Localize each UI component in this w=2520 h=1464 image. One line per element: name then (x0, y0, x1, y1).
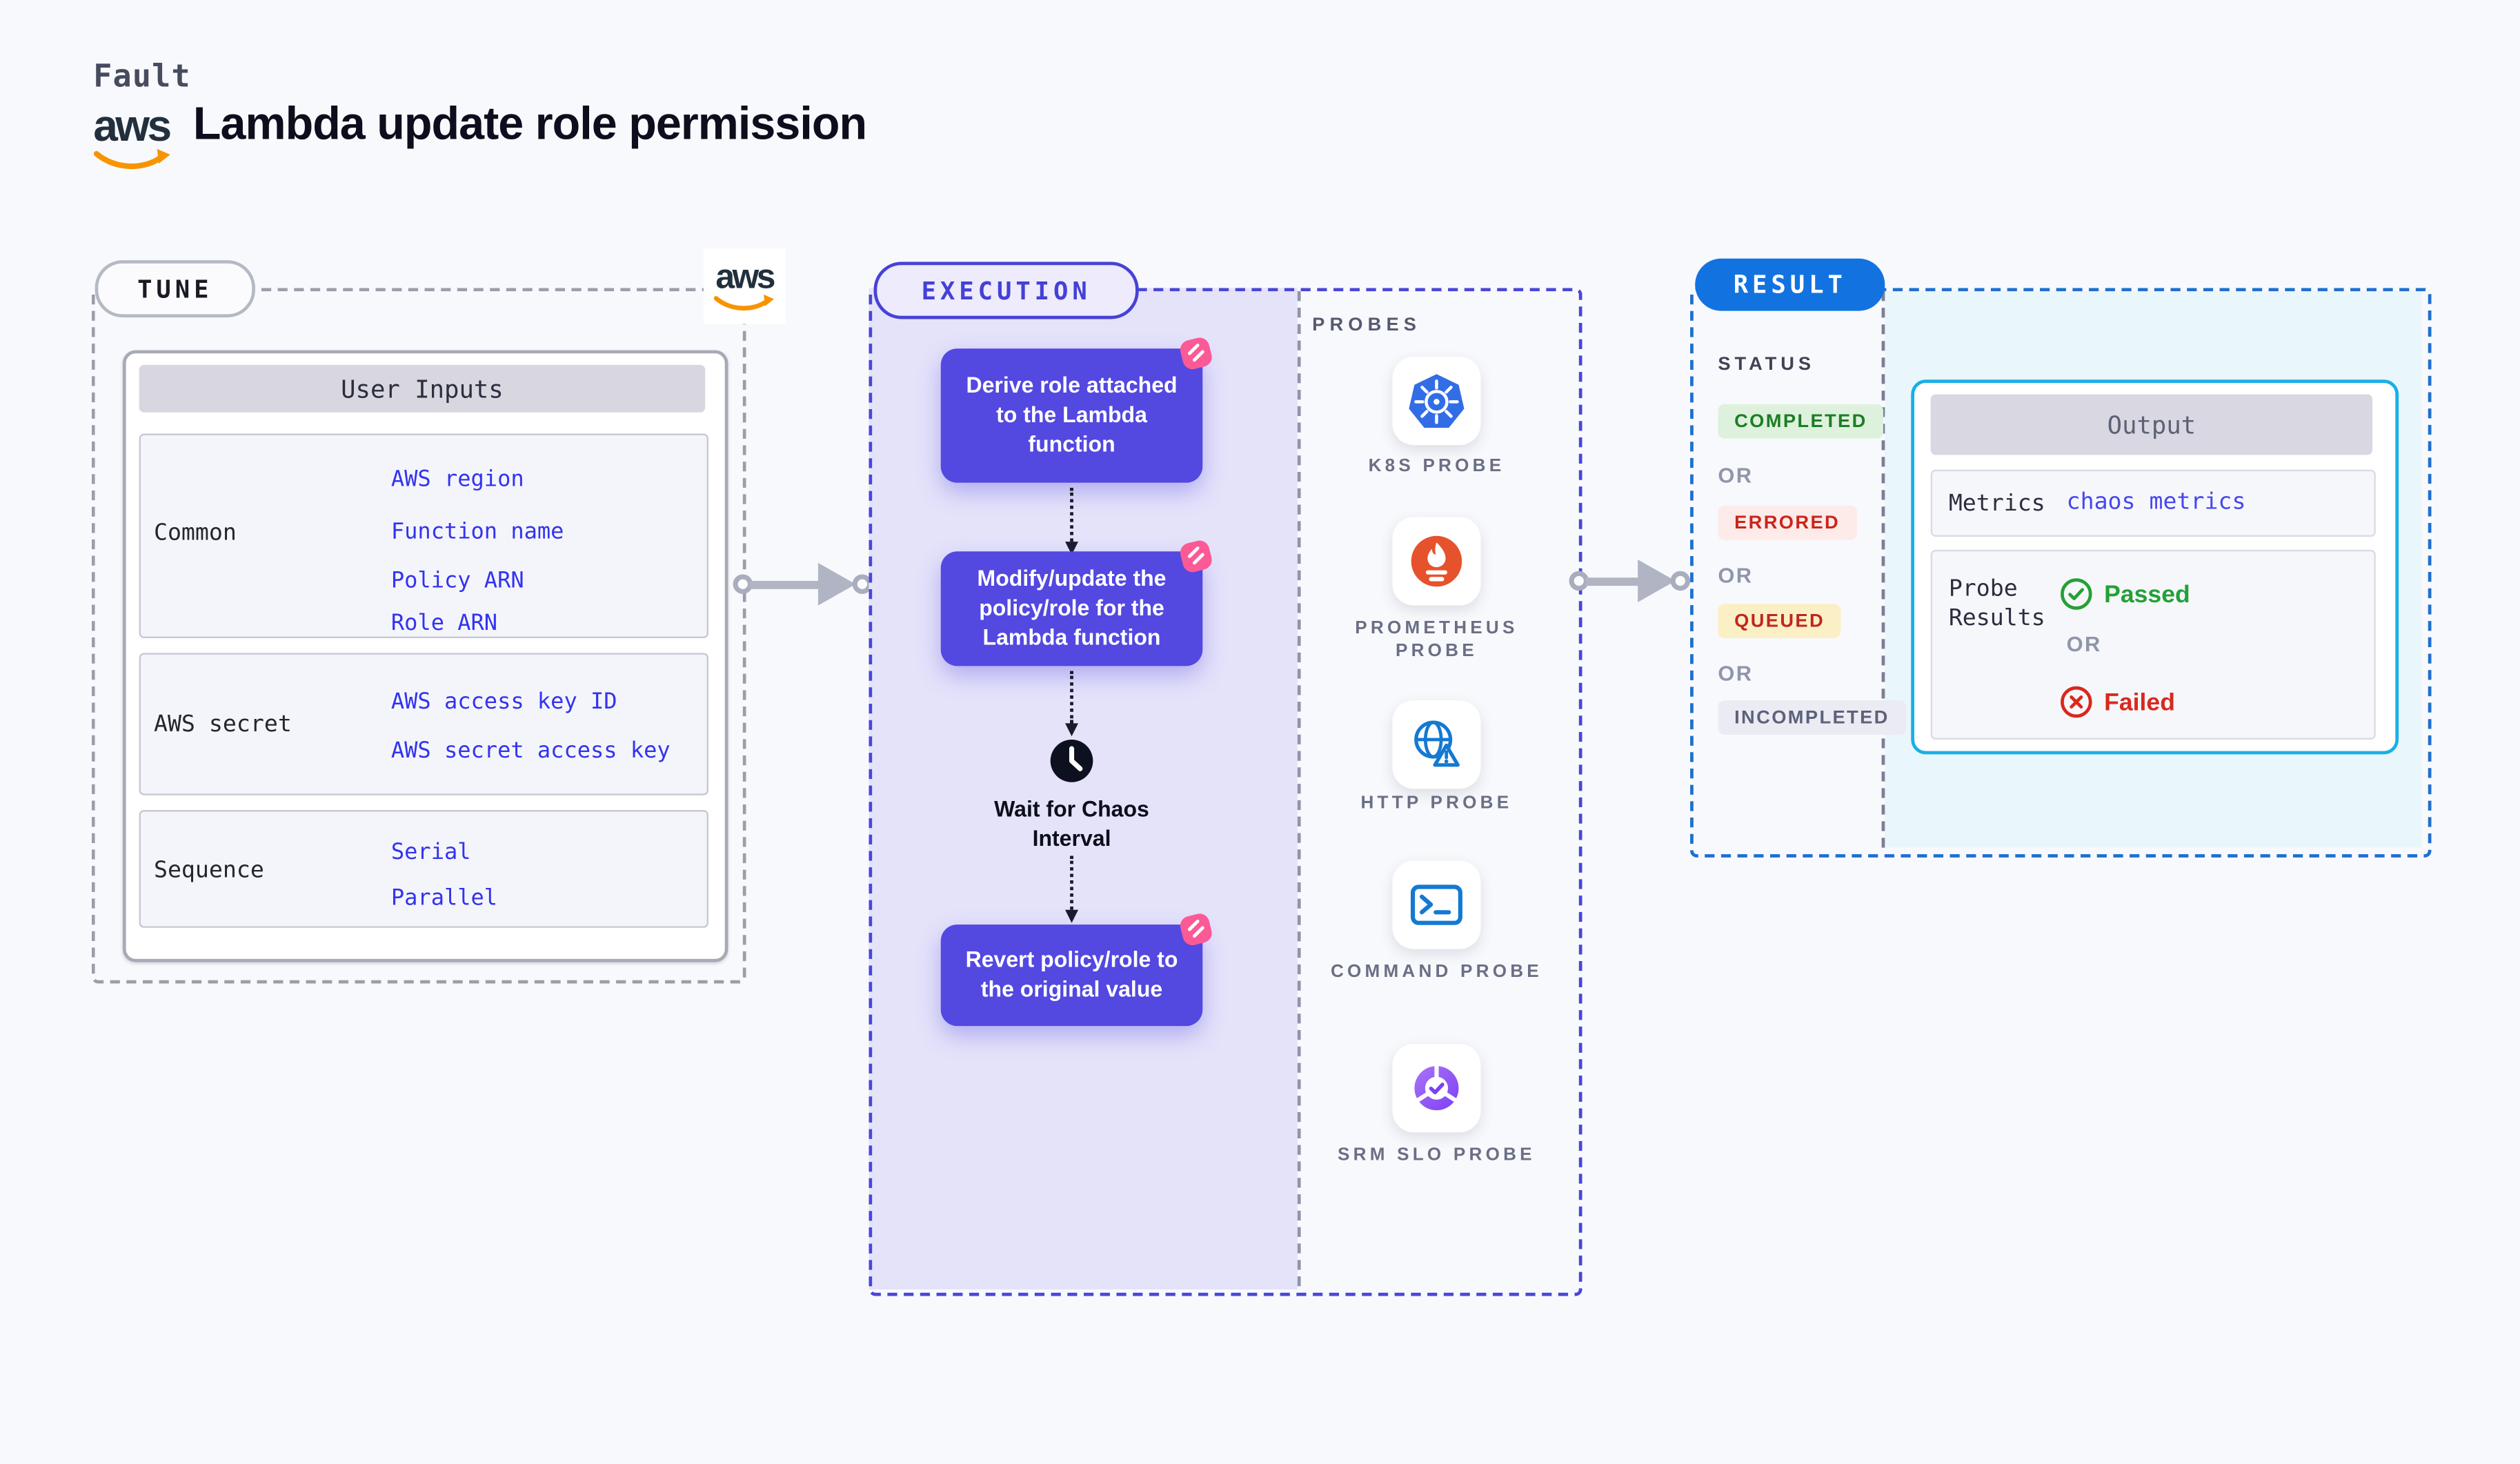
metrics-label: Metrics (1948, 491, 2045, 517)
status-or-separator: OR (1718, 463, 1754, 488)
probe-card-prometheus[interactable] (1392, 517, 1481, 606)
row-label: Sequence (153, 857, 264, 884)
result-section-box (1690, 288, 2432, 858)
aws-logo-text: aws (93, 101, 172, 151)
flow-arrow (1065, 487, 1079, 555)
chaos-fault-icon (1180, 540, 1212, 573)
output-row-metrics: Metrics chaos metrics (1930, 469, 2376, 537)
table-row-aws-secret: AWS secret AWS access key ID AWS secret … (139, 653, 708, 795)
status-badge-incompleted: INCOMPLETED (1718, 700, 1906, 735)
step-node-revert-policy[interactable]: Revert policy/role to the original value (940, 924, 1203, 1027)
probe-results-label: Probe Results (1948, 575, 2045, 632)
probe-label-http: HTTP PROBE (1360, 793, 1513, 813)
probe-label-srm-slo: SRM SLO PROBE (1338, 1145, 1536, 1165)
terminal-icon (1410, 884, 1462, 925)
status-or-separator: OR (1718, 661, 1754, 686)
input-link-aws-region[interactable]: AWS region (390, 466, 524, 493)
execution-badge: EXECUTION (873, 261, 1139, 319)
slo-pie-icon (1414, 1064, 1459, 1111)
x-circle-icon (2061, 686, 2092, 718)
probe-result-failed: Failed (2060, 686, 2175, 718)
probe-card-http[interactable] (1392, 700, 1481, 789)
probe-label-command: COMMAND PROBE (1330, 962, 1542, 982)
chaos-metrics-link[interactable]: chaos metrics (2066, 489, 2246, 516)
wait-interval-label: Wait for Chaos Interval (994, 797, 1149, 851)
result-badge: RESULT (1695, 258, 1885, 311)
status-or-separator: OR (1718, 562, 1754, 588)
aws-smile-icon (93, 148, 170, 170)
input-link-function-name[interactable]: Function name (390, 518, 564, 545)
input-link-aws-secret-access-key[interactable]: AWS secret access key (390, 738, 671, 764)
status-title: STATUS (1718, 355, 1816, 375)
input-link-policy-arn[interactable]: Policy ARN (390, 568, 524, 594)
input-link-role-arn[interactable]: Role ARN (390, 610, 498, 637)
input-link-parallel[interactable]: Parallel (390, 885, 498, 912)
flow-arrow (1065, 855, 1079, 923)
output-header: Output (1930, 394, 2373, 455)
table-row-sequence: Sequence Serial Parallel (139, 810, 708, 928)
page-title: Lambda update role permission (192, 98, 867, 149)
globe-warning-icon (1414, 720, 1460, 767)
chaos-fault-icon (1180, 913, 1212, 946)
tune-aws-logo: aws (703, 248, 786, 324)
chaos-fault-icon (1180, 337, 1212, 370)
aws-smile-icon (713, 294, 775, 311)
kubernetes-icon (1409, 374, 1465, 428)
clock-icon (1050, 740, 1093, 782)
prometheus-icon (1411, 535, 1462, 587)
tune-section-box (91, 288, 746, 984)
row-label: AWS secret (153, 711, 292, 738)
step-node-modify-policy[interactable]: Modify/update the policy/role for the La… (940, 551, 1203, 666)
aws-logo: aws (93, 101, 172, 180)
user-inputs-header: User Inputs (139, 364, 706, 413)
input-link-serial[interactable]: Serial (390, 839, 471, 866)
probe-card-command[interactable] (1392, 860, 1481, 949)
probe-result-passed: Passed (2060, 577, 2190, 610)
flow-arrow (1065, 671, 1079, 737)
output-row-probe-results: Probe Results Passed OR Failed (1930, 549, 2376, 740)
probes-title: PROBES (1312, 315, 1422, 336)
row-label: Common (153, 520, 237, 547)
probe-label-prometheus: PROMETHEUS PROBE (1355, 618, 1518, 662)
table-row-common: Common AWS region Function name Policy A… (139, 433, 708, 639)
probe-card-k8s[interactable] (1392, 357, 1481, 446)
status-badge-completed: COMPLETED (1718, 404, 1884, 439)
failed-label: Failed (2104, 688, 2175, 716)
passed-label: Passed (2104, 580, 2190, 609)
check-circle-icon (2061, 578, 2092, 610)
probe-label-k8s: K8S PROBE (1368, 456, 1505, 477)
tune-badge: TUNE (95, 260, 256, 318)
execution-probes-divider (1297, 291, 1301, 1287)
status-badge-errored: ERRORED (1718, 505, 1856, 540)
execution-section-box (869, 288, 1583, 1296)
tune-aws-logo-text: aws (715, 258, 775, 297)
input-link-aws-access-key-id[interactable]: AWS access key ID (390, 689, 617, 715)
result-status-divider (1881, 291, 1885, 848)
output-or-separator: OR (2066, 631, 2102, 657)
step-node-derive-role[interactable]: Derive role attached to the Lambda funct… (940, 348, 1203, 483)
probe-card-srm-slo[interactable] (1392, 1044, 1481, 1133)
fault-kind-label: Fault (93, 59, 191, 95)
status-badge-queued: QUEUED (1718, 604, 1841, 639)
